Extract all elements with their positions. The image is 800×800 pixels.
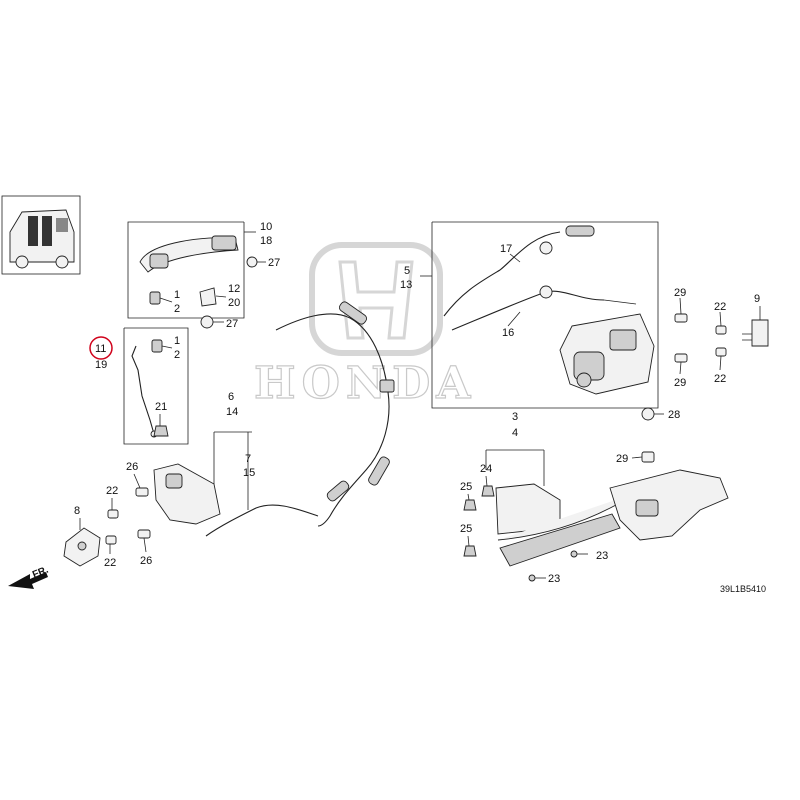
callout-29-upper: 29 [674, 287, 686, 299]
callout-25-lower: 25 [460, 523, 472, 535]
callout-23-lower: 23 [548, 573, 560, 585]
callout-10: 10 [260, 221, 272, 233]
callout-3: 3 [512, 411, 518, 423]
highlight-ring [89, 336, 113, 360]
lock-cables [443, 225, 637, 331]
clip-25-upper [463, 499, 477, 511]
callout-6: 6 [228, 391, 234, 403]
callout-2-upper: 2 [174, 303, 180, 315]
callout-13: 13 [400, 279, 412, 291]
callout-24: 24 [480, 463, 492, 475]
front-direction-arrow: FR. [8, 564, 50, 589]
outer-door-handle [139, 235, 239, 273]
rod-holder-21 [153, 425, 169, 437]
clip-25-lower [463, 545, 477, 557]
bolt-28 [641, 407, 655, 421]
sliding-door-rail-assembly [495, 469, 729, 567]
callout-14: 14 [226, 406, 238, 418]
screw-22-left-upper [107, 509, 119, 519]
callout-8: 8 [74, 505, 80, 517]
door-lock-actuator [559, 313, 655, 395]
group-box-rod [123, 327, 189, 445]
callout-28: 28 [668, 409, 680, 421]
callout-5: 5 [404, 265, 410, 277]
callout-19: 19 [95, 359, 107, 371]
callout-16: 16 [502, 327, 514, 339]
callout-18: 18 [260, 235, 272, 247]
bolt-27-lower [200, 315, 214, 329]
inner-handle-cable-short [205, 504, 319, 537]
group-box-outer-handle [127, 221, 245, 319]
hinge-plate [63, 527, 101, 567]
diagram-code: 39L1B5410 [720, 584, 766, 594]
callout-1-upper: 1 [174, 289, 180, 301]
callout-2-lower: 2 [174, 349, 180, 361]
handle-bracket [199, 287, 217, 307]
callout-22-upper: 22 [714, 301, 726, 313]
screw-22-upper [715, 325, 727, 335]
callout-12: 12 [228, 283, 240, 295]
handle-clip-upper [149, 291, 161, 305]
callout-29-middle: 29 [674, 377, 686, 389]
inner-handle [153, 463, 221, 525]
screw-23-upper [570, 550, 588, 558]
callout-9: 9 [754, 293, 760, 305]
screw-22-lower [715, 347, 727, 357]
callout-26-upper: 26 [126, 461, 138, 473]
callout-15: 15 [243, 467, 255, 479]
inner-handle-cable [275, 301, 395, 527]
screw-23-lower [528, 574, 546, 582]
door-rod [131, 345, 158, 438]
callout-17: 17 [500, 243, 512, 255]
callout-21: 21 [155, 401, 167, 413]
vehicle-thumbnail [1, 195, 81, 275]
callout-labels: 10 18 27 1 2 12 20 27 11 19 1 2 21 6 14 … [74, 221, 766, 594]
callout-22-lower: 22 [714, 373, 726, 385]
callout-1-lower: 1 [174, 335, 180, 347]
callout-27-upper: 27 [268, 257, 280, 269]
bolt-26-upper [135, 487, 149, 497]
callout-25-upper: 25 [460, 481, 472, 493]
callout-26-lower: 26 [140, 555, 152, 567]
brand-wordmark: HONDA [254, 358, 476, 409]
direction-label: FR. [31, 564, 50, 580]
callout-20: 20 [228, 297, 240, 309]
screw-22-left-lower [105, 535, 117, 545]
door-striker [742, 319, 769, 347]
leader-lines [79, 253, 761, 554]
bolt-29-middle [674, 353, 688, 363]
honda-watermark-logo: HONDA [253, 242, 476, 410]
callout-4: 4 [512, 427, 518, 439]
callout-29-lower: 29 [616, 453, 628, 465]
bolt-29-upper [674, 313, 688, 323]
callout-27-lower: 27 [226, 318, 238, 330]
bolt-27-upper [246, 256, 262, 268]
callout-23-upper: 23 [596, 550, 608, 562]
callout-7: 7 [245, 453, 251, 465]
clip-24 [481, 485, 495, 497]
callout-22-left-lower: 22 [104, 557, 116, 569]
bolt-26-lower [137, 529, 151, 539]
callout-11: 11 [95, 343, 106, 355]
group-box-lock [431, 221, 659, 409]
bolt-29-lower [641, 451, 655, 463]
callout-22-left-upper: 22 [106, 485, 118, 497]
rod-clip [151, 339, 163, 353]
